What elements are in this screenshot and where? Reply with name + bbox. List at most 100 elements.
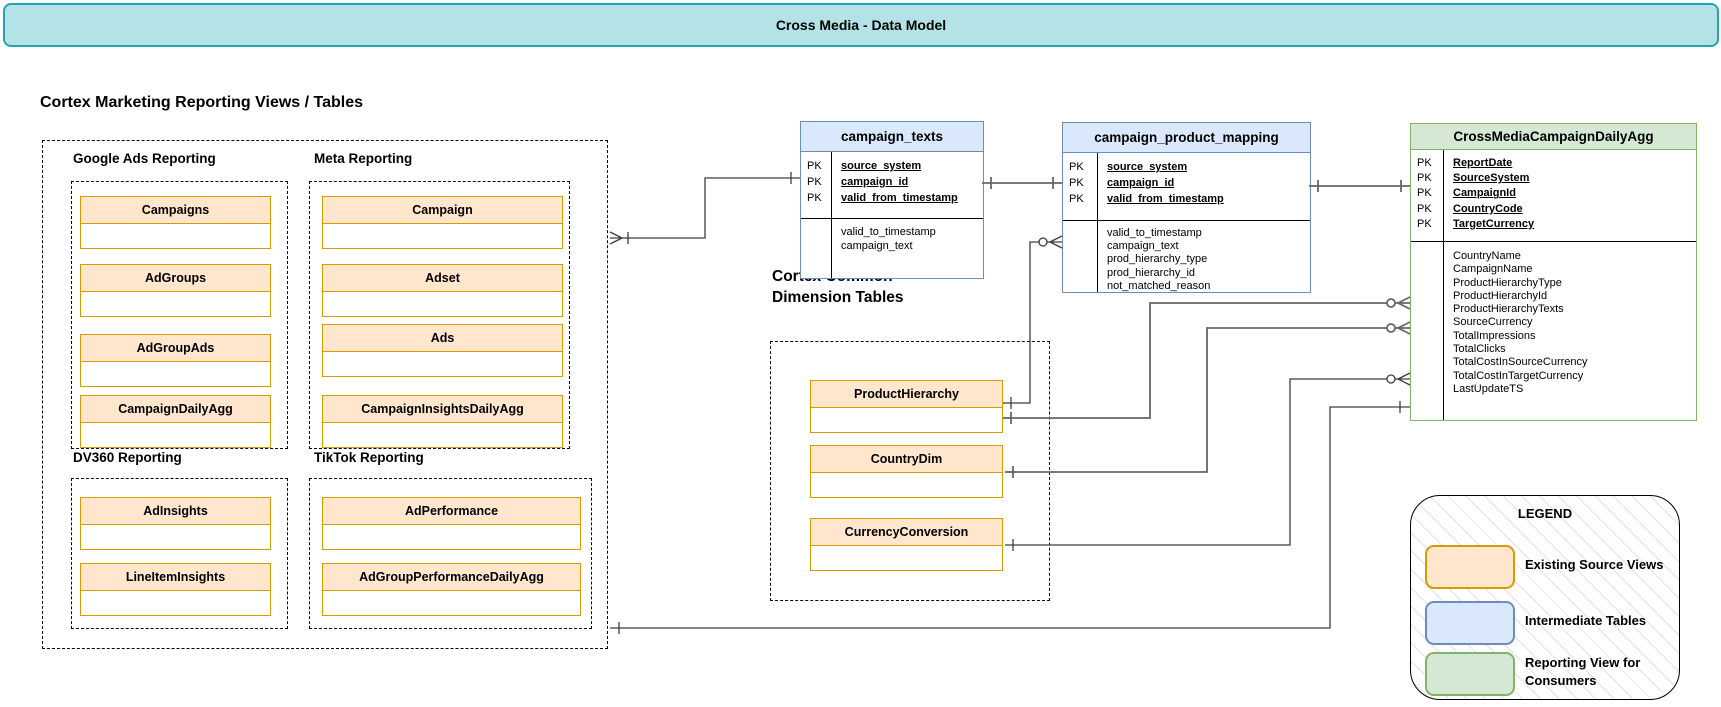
pk-field: source_system bbox=[1107, 161, 1188, 173]
table-adgroupperformancedailyagg[interactable]: AdGroupPerformanceDailyAgg bbox=[322, 563, 581, 616]
table-campaigndailyagg[interactable]: CampaignDailyAgg bbox=[80, 395, 271, 448]
pk-field: source_system bbox=[841, 160, 922, 172]
pk-label: PK bbox=[807, 160, 822, 172]
campaign-product-mapping-field-section: valid_to_timestamp campaign_text prod_hi… bbox=[1063, 221, 1310, 292]
table-adgroupperformancedailyagg-title: AdGroupPerformanceDailyAgg bbox=[322, 563, 581, 591]
table-lineiteminsights[interactable]: LineItemInsights bbox=[80, 563, 271, 616]
table-campaigns-title: Campaigns bbox=[80, 196, 271, 224]
pk-label: PK bbox=[1417, 157, 1432, 169]
table-adgroups[interactable]: AdGroups bbox=[80, 264, 271, 317]
field: valid_to_timestamp bbox=[1107, 227, 1202, 239]
field: CampaignName bbox=[1453, 263, 1533, 276]
pk-label: PK bbox=[807, 176, 822, 188]
table-campaigns-body bbox=[80, 224, 271, 249]
group-label-google-ads: Google Ads Reporting bbox=[73, 151, 216, 166]
legend: LEGEND Existing Source Views Intermediat… bbox=[1410, 495, 1680, 700]
table-adset-body bbox=[322, 292, 563, 317]
table-adgroupads-body bbox=[80, 362, 271, 387]
field: LastUpdateTS bbox=[1453, 382, 1524, 395]
campaign-texts-field-section: valid_to_timestamp campaign_text bbox=[801, 219, 983, 278]
group-box-dv360 bbox=[71, 478, 288, 629]
table-countrydim[interactable]: CountryDim bbox=[810, 445, 1003, 498]
field: SourceCurrency bbox=[1453, 316, 1533, 329]
group-label-tiktok: TikTok Reporting bbox=[314, 450, 424, 465]
legend-swatch-reporting-view bbox=[1425, 652, 1515, 696]
pk-field: valid_from_timestamp bbox=[841, 192, 958, 204]
table-adgroupads[interactable]: AdGroupAds bbox=[80, 334, 271, 387]
table-adset[interactable]: Adset bbox=[322, 264, 563, 317]
group-label-dv360: DV360 Reporting bbox=[73, 450, 182, 465]
pk-field: SourceSystem bbox=[1453, 172, 1530, 185]
table-campaigninsightsdailyagg-body bbox=[322, 423, 563, 448]
table-producthierarchy[interactable]: ProductHierarchy bbox=[810, 380, 1003, 433]
diagram-title-bar: Cross Media - Data Model bbox=[3, 3, 1719, 47]
er-table-campaign-product-mapping[interactable]: campaign_product_mapping PK PK PK source… bbox=[1062, 122, 1311, 293]
group-box-meta bbox=[309, 181, 570, 449]
table-campaigndailyagg-title: CampaignDailyAgg bbox=[80, 395, 271, 423]
table-lineiteminsights-title: LineItemInsights bbox=[80, 563, 271, 591]
pk-field: TargetCurrency bbox=[1453, 217, 1535, 230]
er-table-campaign-product-mapping-title: campaign_product_mapping bbox=[1063, 123, 1310, 153]
legend-swatch-existing-source-views bbox=[1425, 545, 1515, 589]
table-adperformance-title: AdPerformance bbox=[322, 497, 581, 525]
table-currencyconversion[interactable]: CurrencyConversion bbox=[810, 518, 1003, 571]
marketing-section-heading: Cortex Marketing Reporting Views / Table… bbox=[40, 94, 364, 111]
field: prod_hierarchy_id bbox=[1107, 266, 1196, 279]
legend-label-reporting-view: Reporting View for Consumers bbox=[1525, 655, 1641, 688]
pk-label: PK bbox=[1069, 177, 1084, 189]
table-campaigns[interactable]: Campaigns bbox=[80, 196, 271, 249]
pk-label: PK bbox=[1417, 202, 1432, 215]
group-box-google-ads bbox=[71, 181, 288, 449]
table-campaigndailyagg-body bbox=[80, 423, 271, 448]
field: ProductHierarchyId bbox=[1453, 289, 1548, 302]
field: prod_hierarchy_type bbox=[1107, 253, 1208, 266]
table-adgroupads-title: AdGroupAds bbox=[80, 334, 271, 362]
field: CountryName bbox=[1453, 250, 1521, 262]
table-currencyconversion-title: CurrencyConversion bbox=[810, 518, 1003, 546]
legend-swatch-intermediate-tables bbox=[1425, 601, 1515, 645]
pk-field: campaign_id bbox=[841, 176, 909, 188]
field: ProductHierarchyTexts bbox=[1453, 303, 1564, 316]
crossmedia-field-section: CountryName CampaignName ProductHierarch… bbox=[1411, 242, 1696, 420]
table-ads-title: Ads bbox=[322, 324, 563, 352]
table-adgroupperformancedailyagg-body bbox=[322, 591, 581, 616]
pk-field: ReportDate bbox=[1453, 157, 1513, 169]
pk-label: PK bbox=[1069, 161, 1084, 173]
table-ads-body bbox=[322, 352, 563, 377]
er-table-campaign-texts[interactable]: campaign_texts PK PK PK source_system ca… bbox=[800, 121, 984, 279]
er-table-campaign-texts-title: campaign_texts bbox=[801, 122, 983, 152]
field: ProductHierarchyType bbox=[1453, 276, 1562, 289]
table-countrydim-body bbox=[810, 473, 1003, 498]
table-ads[interactable]: Ads bbox=[322, 324, 563, 377]
marketing-views-container bbox=[42, 140, 608, 649]
field: campaign_text bbox=[841, 240, 913, 252]
campaign-product-mapping-pk-section: PK PK PK source_system campaign_id valid… bbox=[1063, 153, 1310, 221]
field: TotalCostInTargetCurrency bbox=[1453, 369, 1584, 382]
table-campaigninsightsdailyagg[interactable]: CampaignInsightsDailyAgg bbox=[322, 395, 563, 448]
table-adgroups-body bbox=[80, 292, 271, 317]
legend-label-existing-source-views: Existing Source Views bbox=[1525, 557, 1664, 572]
legend-title: LEGEND bbox=[1517, 506, 1573, 521]
table-adperformance-body bbox=[322, 525, 581, 550]
pk-field: campaign_id bbox=[1107, 177, 1175, 189]
pk-field: CampaignId bbox=[1453, 187, 1516, 200]
table-campaign-title: Campaign bbox=[322, 196, 563, 224]
table-producthierarchy-title: ProductHierarchy bbox=[810, 380, 1003, 408]
table-producthierarchy-body bbox=[810, 408, 1003, 433]
pk-label: PK bbox=[1417, 217, 1432, 230]
legend-label-intermediate-tables: Intermediate Tables bbox=[1525, 613, 1647, 628]
er-table-crossmediacampaigndailyagg-title: CrossMediaCampaignDailyAgg bbox=[1411, 124, 1696, 150]
er-table-crossmediacampaigndailyagg[interactable]: CrossMediaCampaignDailyAgg PK PK PK PK P… bbox=[1410, 123, 1697, 421]
pk-label: PK bbox=[807, 192, 822, 204]
table-lineiteminsights-body bbox=[80, 591, 271, 616]
table-campaign-body bbox=[322, 224, 563, 249]
field: TotalCostInSourceCurrency bbox=[1453, 356, 1588, 369]
table-adinsights[interactable]: AdInsights bbox=[80, 497, 271, 550]
table-campaign[interactable]: Campaign bbox=[322, 196, 563, 249]
table-adperformance[interactable]: AdPerformance bbox=[322, 497, 581, 550]
table-adgroups-title: AdGroups bbox=[80, 264, 271, 292]
group-label-meta: Meta Reporting bbox=[314, 151, 413, 166]
pk-label: PK bbox=[1069, 193, 1084, 205]
table-adinsights-title: AdInsights bbox=[80, 497, 271, 525]
pk-label: PK bbox=[1417, 172, 1432, 185]
